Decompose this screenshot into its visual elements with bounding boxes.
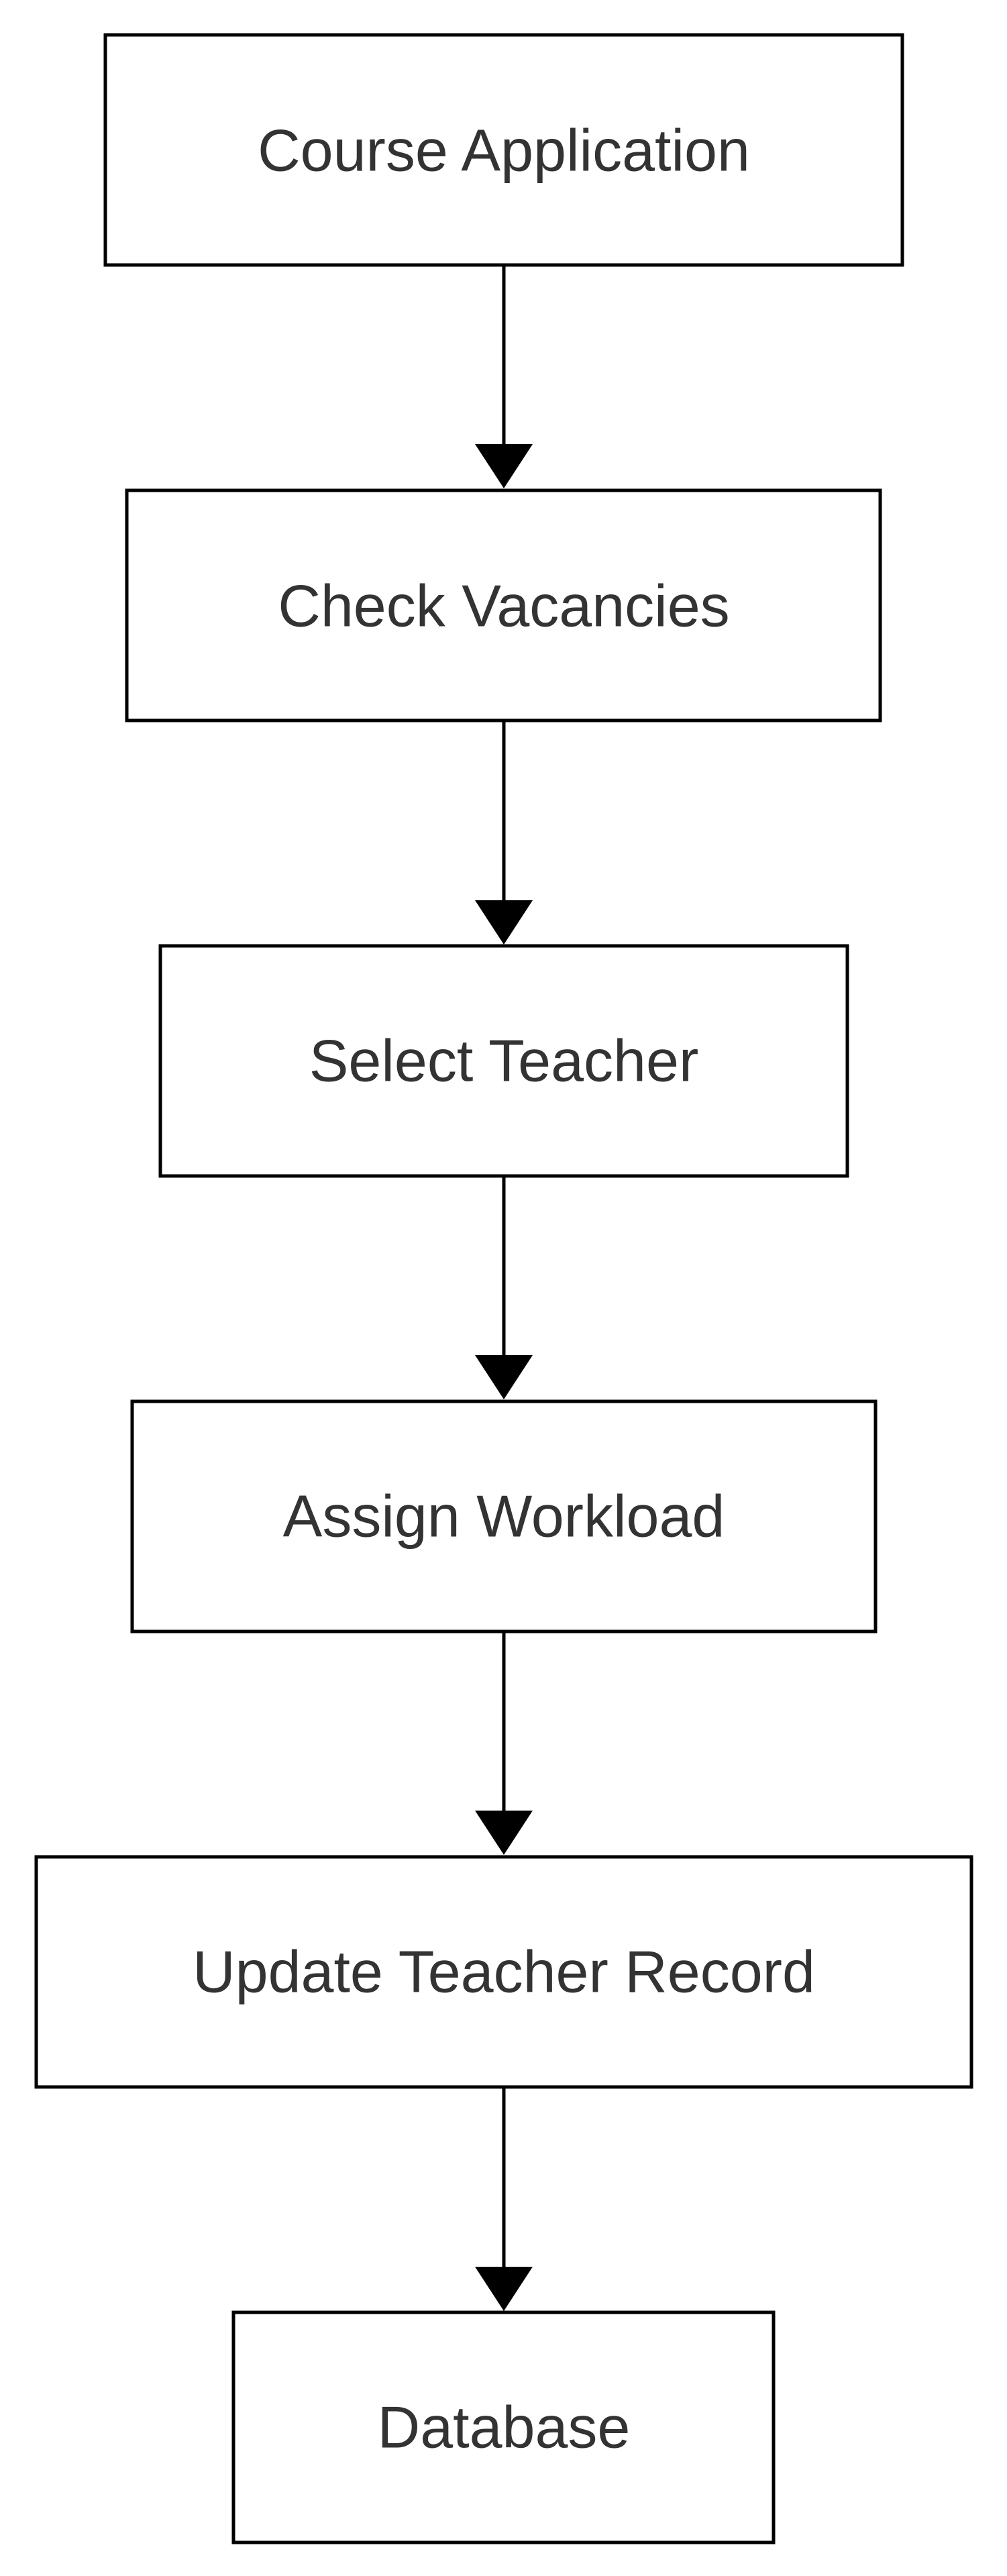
arrow-head-icon (475, 900, 533, 945)
node-box[interactable] (125, 488, 882, 722)
edge-assign-workload-to-update-teacher-record (475, 1631, 533, 1855)
arrow-head-icon (475, 444, 533, 488)
edge-update-teacher-record-to-database (475, 2087, 533, 2311)
edge-select-teacher-to-assign-workload (475, 1176, 533, 1399)
node-box[interactable] (34, 1855, 973, 2089)
node-box[interactable] (231, 2310, 776, 2544)
arrow-head-icon (475, 1355, 533, 1399)
node-course-application[interactable]: Course Application (103, 33, 904, 267)
node-label: Select Teacher (309, 1028, 699, 1094)
edges (475, 265, 533, 2311)
nodes: Course Application Check Vacancies Selec… (34, 33, 973, 2544)
node-select-teacher[interactable]: Select Teacher (158, 944, 849, 1178)
node-label: Check Vacancies (278, 573, 729, 639)
arrow-head-icon (475, 1811, 533, 1855)
node-update-teacher-record[interactable]: Update Teacher Record (34, 1855, 973, 2089)
edge-course-application-to-check-vacancies (475, 265, 533, 488)
node-assign-workload[interactable]: Assign Workload (130, 1399, 878, 1633)
arrow-head-icon (475, 2267, 533, 2311)
node-box[interactable] (103, 33, 904, 267)
node-box[interactable] (130, 1399, 878, 1633)
node-database[interactable]: Database (231, 2310, 776, 2544)
node-label: Update Teacher Record (193, 1939, 815, 2005)
node-box[interactable] (158, 944, 849, 1178)
node-check-vacancies[interactable]: Check Vacancies (125, 488, 882, 722)
node-label: Course Application (258, 117, 750, 184)
edge-check-vacancies-to-select-teacher (475, 720, 533, 945)
node-label: Database (378, 2394, 631, 2461)
node-label: Assign Workload (283, 1483, 725, 1550)
